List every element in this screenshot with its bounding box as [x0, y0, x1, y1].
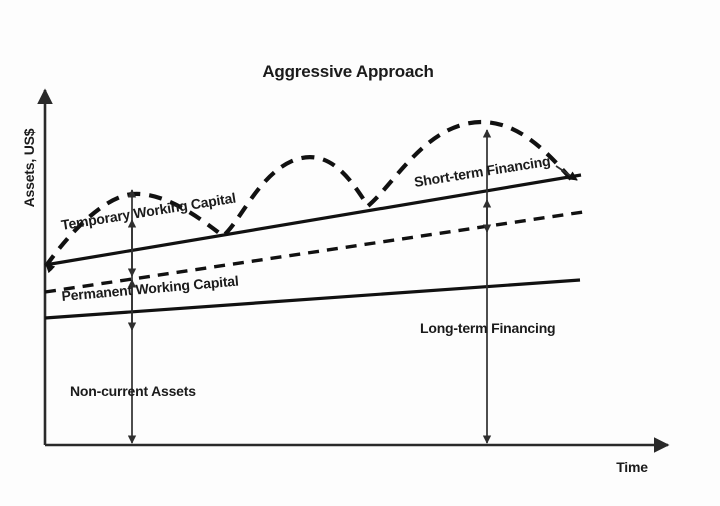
label-pointers	[45, 165, 578, 274]
temporary-capital-pointer	[45, 263, 56, 274]
chart-title: Aggressive Approach	[262, 62, 433, 81]
x-axis-title: Time	[616, 459, 648, 475]
temporary-working-capital-curve	[44, 120, 574, 268]
short-term-financing-pointer	[555, 165, 578, 181]
long-term-financing-label: Long-term Financing	[420, 320, 555, 336]
y-axis-title: Assets, US$	[21, 128, 37, 207]
permanent-working-capital-line	[44, 210, 584, 294]
non-current-assets-label: Non-current Assets	[70, 383, 196, 399]
axes	[37, 88, 670, 453]
measurement-lines	[127, 129, 492, 444]
permanent-working-capital-label: Permanent Working Capital	[61, 273, 239, 304]
